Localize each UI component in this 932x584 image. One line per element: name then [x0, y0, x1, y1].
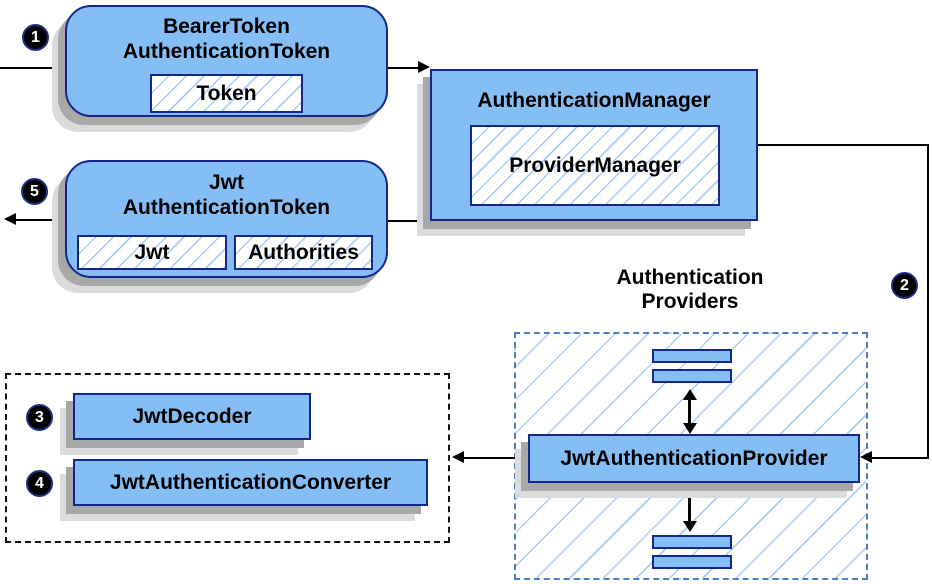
step4-number: 4 — [35, 474, 44, 492]
providers-label-line2: Providers — [641, 290, 739, 313]
step3-number: 3 — [35, 408, 44, 426]
arrowhead-left-into-provider-icon — [860, 451, 872, 463]
bearer-to-manager-line — [388, 67, 418, 69]
double-arrow-bottom-down-icon — [683, 521, 697, 532]
bearer-token-authentication-token-node: BearerToken AuthenticationToken Token — [65, 5, 388, 117]
jwt-field: Jwt — [77, 235, 227, 270]
arrowhead-left-out-icon — [4, 213, 16, 225]
authentication-providers-label: Authentication Providers — [555, 266, 825, 314]
provider-stack-bar-bottom-1 — [652, 535, 732, 549]
double-arrow-top-line — [688, 399, 691, 425]
jwt-decoder-label: JwtDecoder — [132, 404, 252, 428]
step5-number: 5 — [30, 182, 39, 200]
double-arrow-top-down-icon — [683, 423, 697, 434]
authentication-manager-node: AuthenticationManager ProviderManager — [430, 69, 758, 221]
step1-marker: 1 — [22, 24, 49, 51]
provider-manager-field: ProviderManager — [470, 125, 720, 206]
step2-line-right — [927, 144, 929, 459]
jwt-decoder-node: JwtDecoder — [73, 393, 311, 440]
double-arrow-bottom-line — [688, 497, 691, 523]
manager-to-jwt-token-line — [388, 220, 432, 222]
step3-marker: 3 — [26, 404, 53, 431]
outgoing-result-line — [16, 219, 65, 221]
arrowhead-right-icon — [418, 61, 430, 73]
provider-to-decoder-line — [464, 457, 528, 459]
authorities-field: Authorities — [234, 235, 373, 270]
jwt-authentication-token-node: Jwt AuthenticationToken Jwt Authorities — [65, 160, 388, 278]
jwt-token-title-line1: Jwt — [208, 171, 244, 194]
step2-marker: 2 — [891, 272, 918, 299]
arrowhead-left-into-decoder-icon — [452, 451, 464, 463]
jwt-field-label: Jwt — [134, 240, 170, 264]
provider-manager-label: ProviderManager — [509, 153, 681, 177]
step1-number: 1 — [31, 28, 40, 46]
token-field-label: Token — [196, 81, 257, 105]
double-arrow-bottom-up-icon — [683, 487, 697, 498]
jwt-token-title-line2: AuthenticationToken — [122, 196, 331, 219]
jwt-authentication-provider-label: JwtAuthenticationProvider — [560, 446, 828, 470]
providers-label-line1: Authentication — [616, 266, 764, 289]
double-arrow-top-up-icon — [683, 389, 697, 400]
incoming-flow-line — [0, 67, 65, 69]
step5-marker: 5 — [21, 178, 48, 205]
step2-number: 2 — [900, 276, 909, 294]
jwt-authentication-converter-node: JwtAuthenticationConverter — [73, 459, 428, 506]
authentication-manager-title: AuthenticationManager — [477, 89, 711, 112]
step2-line-bottom — [872, 457, 929, 459]
provider-stack-bar-top-2 — [652, 369, 732, 383]
token-field: Token — [150, 74, 303, 113]
authorities-field-label: Authorities — [248, 240, 359, 264]
decoder-group-container — [5, 373, 450, 543]
provider-stack-bar-top-1 — [652, 349, 732, 363]
bearer-token-title-line1: BearerToken — [163, 15, 290, 38]
step2-line-top — [758, 144, 929, 146]
step4-marker: 4 — [26, 470, 53, 497]
jwt-authentication-converter-label: JwtAuthenticationConverter — [109, 470, 392, 494]
jwt-authentication-provider-node: JwtAuthenticationProvider — [528, 434, 860, 483]
bearer-token-title-line2: AuthenticationToken — [122, 40, 331, 63]
provider-stack-bar-bottom-2 — [652, 555, 732, 569]
